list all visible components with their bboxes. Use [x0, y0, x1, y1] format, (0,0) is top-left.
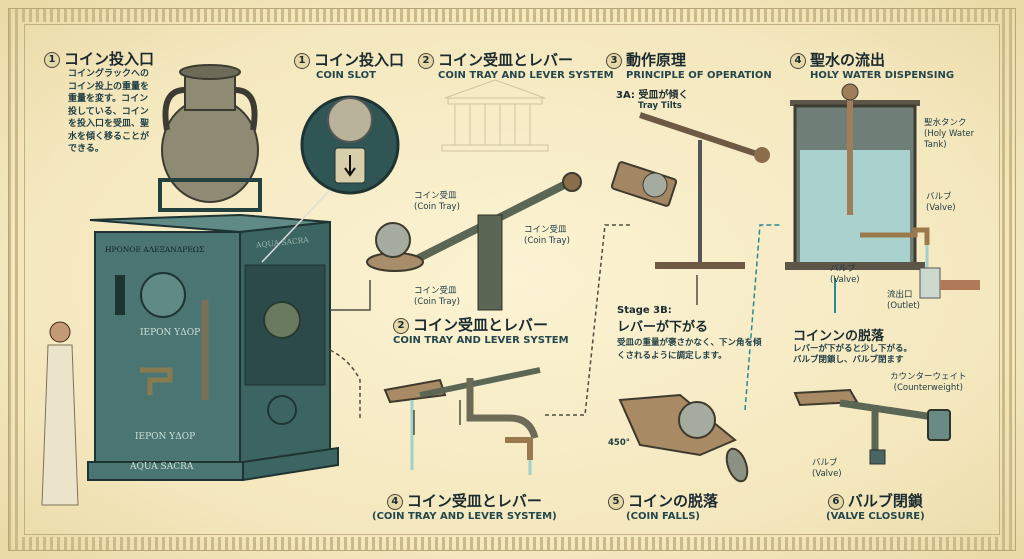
- holy-water-tank: [785, 83, 980, 299]
- step-number-badge: 4: [386, 494, 403, 510]
- section5-subtitle: (COIN FALLS): [626, 511, 700, 522]
- coin-tray-label-1: コイン受皿(Coin Tray): [414, 191, 460, 212]
- section2-caption-subtitle: COIN TRAY AND LEVER SYSTEM: [393, 335, 569, 346]
- lever-system-4b: [383, 367, 541, 475]
- section3-subtitle: PRINCIPLE OF OPERATION: [626, 70, 772, 81]
- tank-label: 聖水タンク(Holy Water Tank): [924, 118, 975, 150]
- coin-tray-label-2: コイン受皿(Coin Tray): [524, 225, 570, 246]
- section2-subtitle: COIN TRAY AND LEVER SYSTEM: [438, 70, 614, 81]
- section4-subtitle: HOLY WATER DISPENSING: [810, 70, 955, 81]
- angle-label: 450°: [608, 438, 630, 448]
- panel1-description: コイングラックへのコイン投上の重量を重量を変す。コイン投している、コインを投入口…: [68, 69, 150, 154]
- coin-tray-label-3: コイン受皿(Coin Tray): [414, 286, 460, 307]
- temple-icon: [441, 79, 549, 152]
- stage-3b-block: Stage 3B: レバーが下がる 受皿の重量が褒さかなく、下ン角を傾くされるよ…: [617, 305, 767, 362]
- flow-arrows: [329, 224, 836, 435]
- step-number-badge: 5: [608, 494, 624, 510]
- inner-frame: [24, 24, 1000, 535]
- section4b-subtitle: (COIN TRAY AND LEVER SYSTEM): [372, 511, 557, 522]
- step-number-badge: 3: [606, 53, 622, 69]
- section5-title: コインの脱落: [628, 492, 719, 510]
- section1-subtitle: COIN SLOT: [316, 70, 376, 81]
- machine-illustration: [87, 213, 339, 482]
- stage-3b-text: 受皿の重量が褒さかなく、下ン角を傾くされるように調定します。: [617, 338, 762, 361]
- step-number-badge: 1: [294, 53, 310, 69]
- section6-title: バルブ閉鎖: [847, 492, 923, 510]
- counterweight-label: カウンターウェイト(Counterweight): [890, 372, 967, 393]
- machine-plaque: IEPON YΔOP: [140, 328, 201, 338]
- outlet-label: 流出口(Outlet): [887, 290, 920, 311]
- section6-text-1: レバーが下がると少し下がる。: [793, 344, 913, 354]
- stage-3b-title: レバーが下がる: [617, 320, 709, 335]
- valve-label-upper: バルブ(Valve): [926, 192, 956, 213]
- stage-3a-subtitle: Tray Tilts: [638, 101, 682, 111]
- step-number-badge: 1: [44, 52, 60, 68]
- section3-title: 動作原理: [626, 51, 687, 69]
- section1-title: コイン投入口: [314, 51, 405, 69]
- lever-system-3a: [610, 112, 770, 269]
- step-number-badge: 2: [418, 53, 434, 69]
- section6-description: コインンの脱落 レバーが下がると少し下がる。 バルブ閉鎖し、バルブ閉ます: [793, 325, 912, 366]
- step-number-badge: 2: [393, 318, 409, 334]
- machine-base-plaque: IEPON YΔOP: [135, 432, 196, 442]
- machine-base-text: AQUA SACRA: [130, 462, 194, 472]
- section4-title: 聖水の流出: [810, 51, 886, 69]
- step-number-badge: 6: [827, 494, 844, 510]
- valve-label-lower: バルブ(Valve): [830, 264, 860, 285]
- section2-caption-title: コイン受皿とレバー: [413, 316, 549, 334]
- machine-top-inscription: HPONOE ΑΛΕΞΑΝΔΡΕΩΣ: [105, 245, 205, 254]
- step-number-badge: 4: [790, 53, 806, 69]
- section6-text-2: バルブ閉鎖し、バルブ閉ます: [793, 355, 904, 365]
- priestess-figure: [41, 321, 79, 506]
- stage-3b-label: Stage 3B:: [617, 305, 672, 316]
- tilted-tray-3b: [618, 393, 749, 483]
- amphora-icon: [158, 64, 262, 212]
- section6-heading: コインンの脱落: [793, 329, 885, 344]
- stage-3a-label: 3A: 受皿が傾く Tray Tilts: [616, 86, 688, 112]
- section2-title: コイン受皿とレバー: [438, 51, 574, 69]
- valve-closure-lever: [793, 388, 951, 465]
- stage-3a-title: 3A: 受皿が傾く: [616, 90, 689, 101]
- lever-system-2: [366, 172, 582, 311]
- coin-slot-detail: [261, 95, 400, 263]
- section4b-title: コイン受皿とレバー: [406, 492, 542, 510]
- valve-label-6: バルブ(Valve): [812, 458, 842, 479]
- section6-subtitle: (VALVE CLOSURE): [826, 511, 925, 522]
- panel1-title: コイン投入口: [64, 50, 155, 68]
